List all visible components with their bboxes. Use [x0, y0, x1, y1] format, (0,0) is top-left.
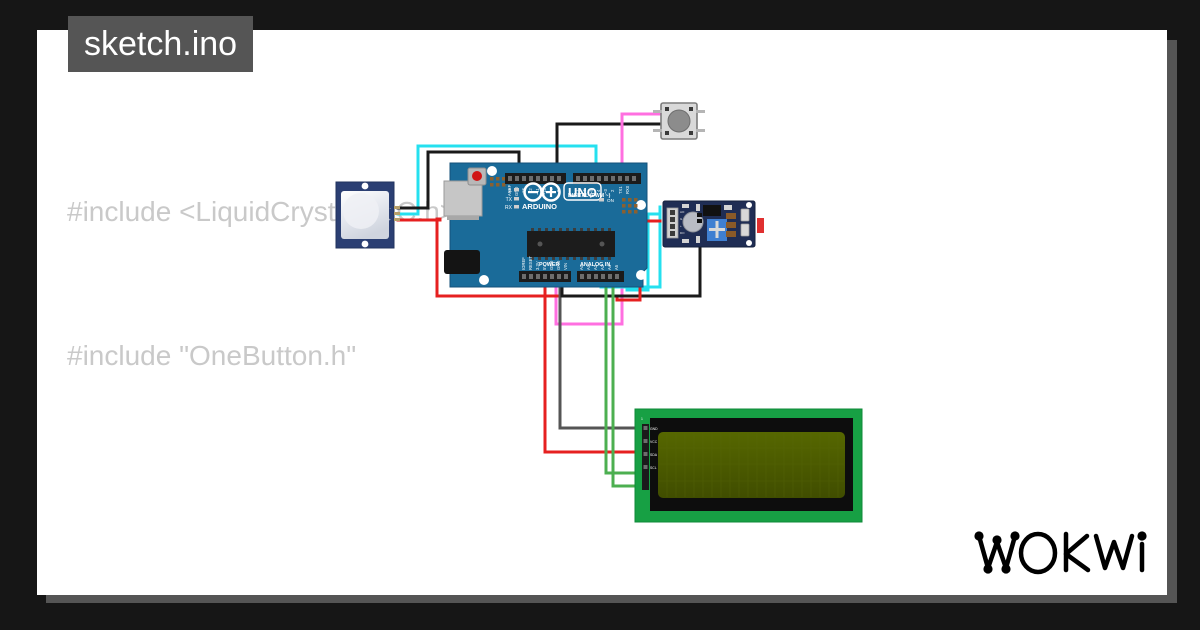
led-on [599, 198, 604, 202]
pin-label-3v3: 3.3V [535, 261, 540, 270]
pin-label-5v: 5V [542, 265, 547, 270]
pir-label-plus: + [389, 217, 392, 222]
led-rx [514, 205, 519, 209]
pin-label-vin: VIN [563, 263, 568, 270]
pin-label-a5: A5 [614, 264, 619, 270]
pin-label-6: ~6 [582, 189, 587, 194]
code-text: #include <LiquidCrystal_I2C.h> #include … [37, 30, 1167, 595]
pin-label-gnd1: GND [549, 261, 554, 270]
pin-label-ioref: IOREF [521, 257, 526, 270]
pushbutton[interactable] [653, 102, 705, 140]
sensor-pin-label-g: G [680, 217, 683, 221]
pir-motion-sensor[interactable]: - + [335, 181, 400, 249]
led-l [514, 188, 519, 192]
code-line [67, 476, 1167, 524]
pin-label-a0: A0 [579, 264, 584, 270]
pin-label-aref: AREF [507, 184, 512, 196]
sensor-pin-label-plus: + [680, 224, 682, 228]
sensor-pin-label-do: DO [680, 231, 685, 235]
led-label-tx: TX [506, 197, 513, 203]
power-jack [444, 250, 480, 274]
lcd-pin-label-vcc: VCC [650, 440, 658, 444]
code-line: #include "OneButton.h" [67, 340, 357, 371]
pin-label-a3: A3 [600, 264, 605, 270]
red-component [757, 218, 764, 233]
pin-label-reset: RESET [528, 256, 533, 270]
pir-pin-minus[interactable] [394, 206, 400, 209]
lcd-pin-label-scl: SCL [650, 466, 657, 470]
lcd-pin-label-1: 1 [641, 417, 643, 421]
pir-pin-plus[interactable] [394, 218, 400, 221]
pin-label-7: 7 [575, 189, 580, 192]
board-model-label: UNO [568, 185, 597, 200]
label-power: POWER [539, 262, 559, 268]
wire-red-power-rail[interactable] [435, 217, 619, 302]
sensor-header[interactable] [666, 207, 679, 239]
label-digital-pwm: DIGITAL (PWM ~) [568, 193, 611, 199]
lcd-pin-label-sda: SDA [650, 453, 658, 457]
led-label-l: L [509, 188, 512, 194]
board-brand-label: ARDUINO [522, 202, 557, 211]
led-label-on: ON [607, 198, 614, 203]
led-tx [514, 197, 519, 201]
pin-label-a4: A4 [607, 264, 612, 270]
pin-label-2: 2 [610, 189, 615, 192]
lcd-screen [658, 432, 845, 498]
pin-label-tx1: TX1 [618, 186, 623, 194]
pir-pin-out[interactable] [394, 212, 400, 215]
comparator-ic [703, 205, 721, 216]
arduino-uno-board[interactable]: AREF GND 13 12 ~11 ~10 ~9 8 7 ~6 ~5 4 ~3… [443, 162, 648, 288]
wokwi-logo[interactable] [972, 522, 1152, 584]
pin-label-10: ~10 [542, 187, 547, 195]
label-analog-in: ANALOG IN [580, 262, 610, 268]
digital-header-left[interactable] [505, 173, 566, 184]
file-tab-title[interactable]: sketch.ino [68, 16, 254, 72]
pin-label-rx0: RX0 [625, 185, 630, 194]
pir-label-minus: - [390, 205, 392, 210]
code-line: #include <LiquidCrystal_I2C.h> [67, 196, 457, 227]
led-label-rx: RX [505, 205, 513, 211]
arduino-logo [523, 182, 561, 202]
usb-connector [443, 180, 483, 217]
pin-label-a2: A2 [593, 264, 598, 270]
pin-label-3: ~3 [603, 189, 608, 194]
led-indicator-2 [740, 223, 750, 237]
wire-cyan-pir-signal[interactable] [396, 144, 598, 216]
lcd-display[interactable]: GND VCC SDA SCL 1 [634, 408, 863, 523]
led-indicator-1 [740, 208, 750, 222]
wire-red-pir-power[interactable] [396, 217, 442, 222]
wire-black-pir-gnd[interactable] [396, 150, 521, 210]
editor-panel: #include <LiquidCrystal_I2C.h> #include … [37, 30, 1167, 595]
analog-header[interactable] [577, 271, 624, 282]
wire-black-button-left[interactable] [555, 122, 662, 180]
wire-green-sda[interactable] [604, 277, 650, 475]
pin-label-4: 4 [596, 189, 601, 192]
wire-gray-gnd-lcd[interactable] [558, 277, 644, 430]
lcd-pin-header[interactable] [642, 424, 649, 490]
lcd-pin-label-gnd: GND [650, 427, 658, 431]
pin-label-a1: A1 [586, 264, 591, 270]
pin-label-5: ~5 [589, 189, 594, 194]
sensor-pin-label-ao: AO [680, 210, 685, 214]
sound-sensor-module[interactable]: AO G + DO [662, 200, 764, 248]
pin-label-12: 12 [528, 188, 533, 193]
wire-cyan-sensor-right[interactable] [625, 212, 662, 292]
wire-magenta-button-a1[interactable] [554, 112, 664, 326]
pin-label-gnd2: GND [556, 261, 561, 270]
